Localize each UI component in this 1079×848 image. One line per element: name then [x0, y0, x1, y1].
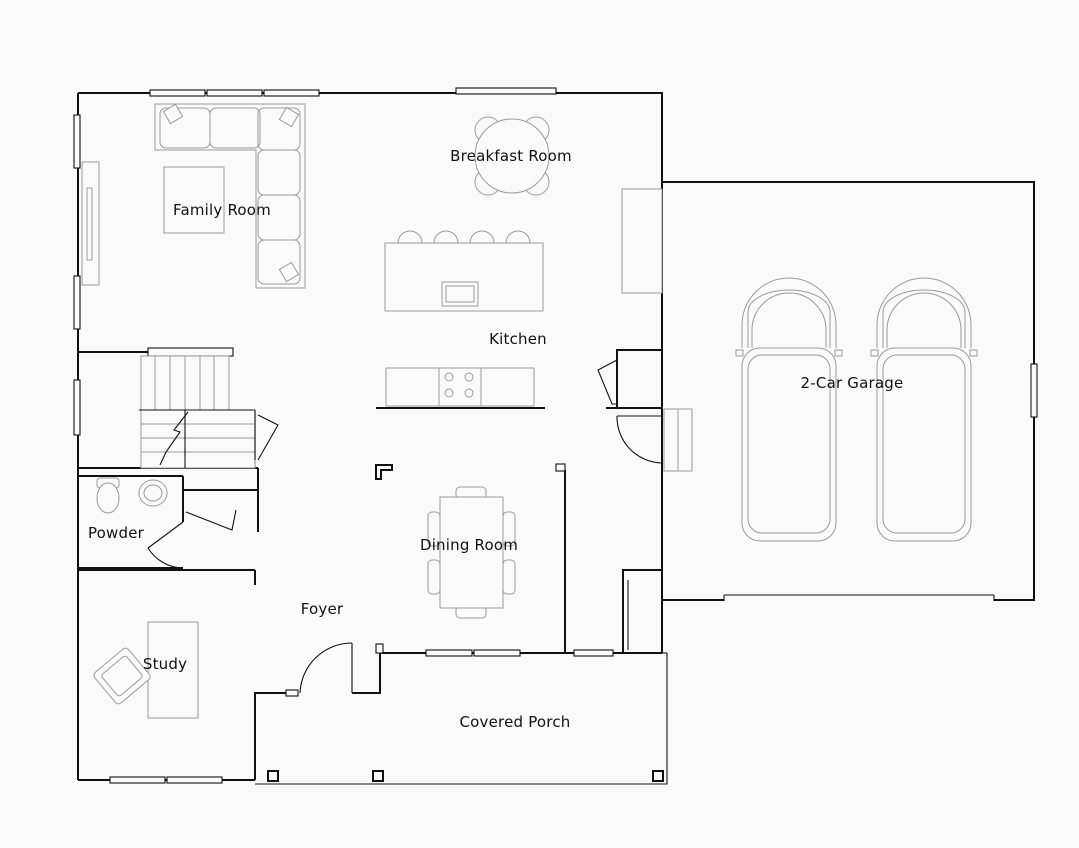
room-labels: Family Room Breakfast Room Kitchen 2-Car… — [88, 147, 903, 731]
label-kitchen: Kitchen — [489, 330, 547, 348]
windows — [73, 87, 1038, 784]
stairs — [139, 355, 256, 469]
label-powder: Powder — [88, 524, 145, 542]
label-garage: 2-Car Garage — [801, 374, 904, 392]
covered-porch — [255, 408, 693, 785]
powder-fixtures — [96, 477, 168, 514]
label-family-room: Family Room — [173, 201, 271, 219]
garage-cars — [735, 277, 978, 542]
family-room-furniture — [81, 103, 306, 289]
label-foyer: Foyer — [301, 600, 344, 618]
doors — [147, 359, 663, 694]
label-dining-room: Dining Room — [420, 536, 518, 554]
breakfast-table — [474, 116, 550, 196]
kitchen-fixtures — [376, 188, 663, 409]
label-study: Study — [143, 655, 187, 673]
dining-table — [427, 486, 516, 619]
study-furniture — [93, 621, 199, 719]
label-breakfast-room: Breakfast Room — [450, 147, 572, 165]
label-covered-porch: Covered Porch — [460, 713, 571, 731]
